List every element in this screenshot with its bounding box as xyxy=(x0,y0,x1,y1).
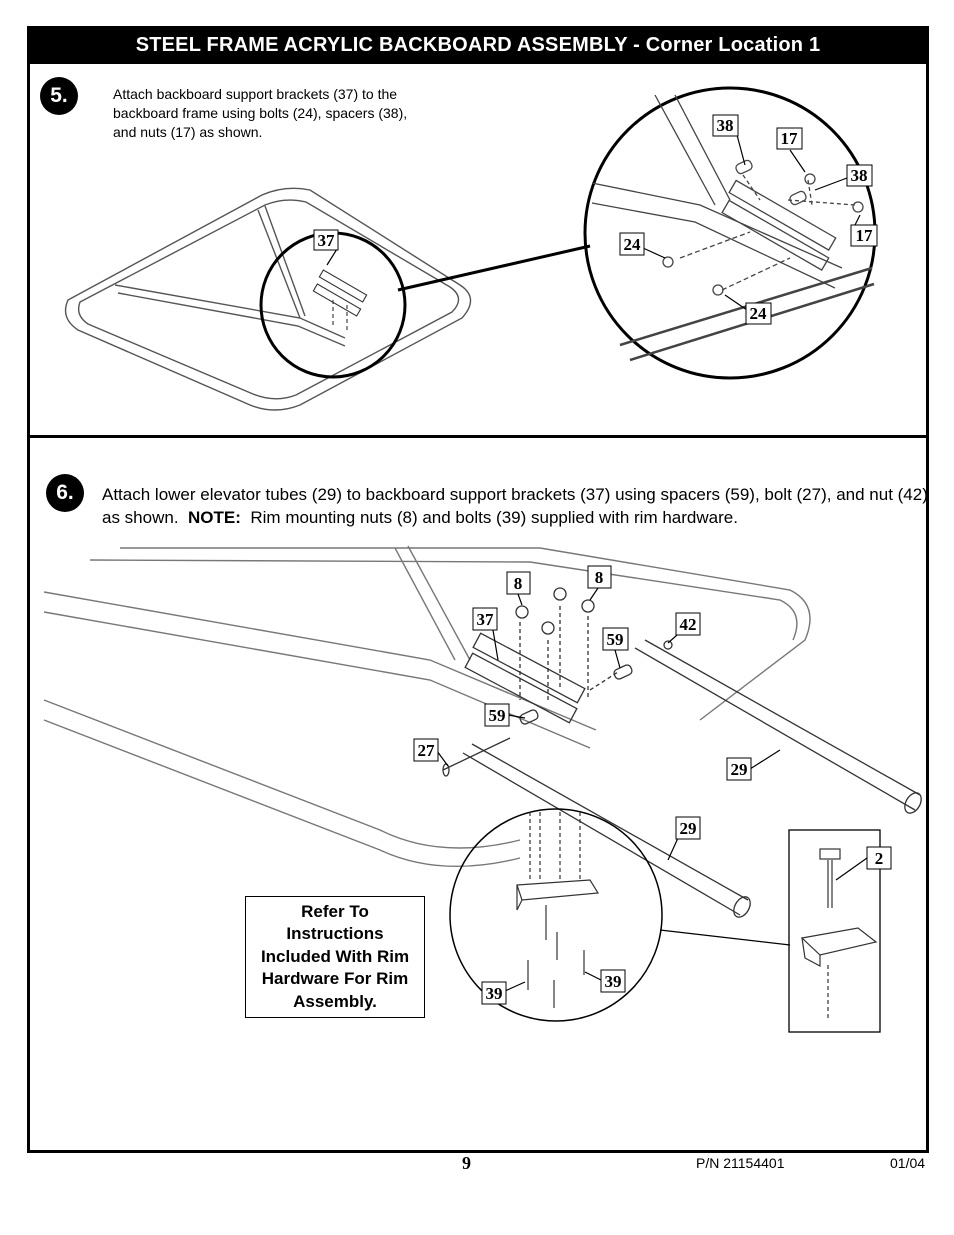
callout-labels: 37 38 17 38 17 24 24 8 8 37 59 42 59 27 … xyxy=(313,114,892,1005)
svg-text:37: 37 xyxy=(477,610,495,629)
svg-text:2: 2 xyxy=(875,849,884,868)
callout-59-a: 59 xyxy=(602,627,629,651)
note-line: Included With Rim xyxy=(260,946,410,966)
callout-24-b: 24 xyxy=(745,302,772,325)
part-number: P/N 21154401 xyxy=(696,1155,785,1171)
callout-39-b: 39 xyxy=(600,969,626,993)
bolt-detail-inset xyxy=(788,829,881,1033)
step-5-backboard-frame xyxy=(64,187,472,411)
page-title: STEEL FRAME ACRYLIC BACKBOARD ASSEMBLY -… xyxy=(27,26,929,64)
svg-text:29: 29 xyxy=(680,819,697,838)
callout-38-a: 38 xyxy=(712,114,739,137)
step-6-text: Attach lower elevator tubes (29) to back… xyxy=(102,485,928,527)
svg-text:8: 8 xyxy=(514,574,523,593)
svg-text:38: 38 xyxy=(851,166,868,185)
step-5-instructions: Attach backboard support brackets (37) t… xyxy=(113,85,463,142)
callout-59-b: 59 xyxy=(484,703,510,727)
callout-17-b: 17 xyxy=(850,224,878,247)
svg-text:38: 38 xyxy=(717,116,734,135)
step-5-line: Attach backboard support brackets (37) t… xyxy=(113,86,398,102)
callout-27: 27 xyxy=(413,738,439,762)
callout-37-step6: 37 xyxy=(472,607,498,631)
step-5-line: backboard frame using bolts (24), spacer… xyxy=(113,105,408,121)
section-divider xyxy=(27,435,929,438)
step-6-detail-circle xyxy=(449,808,663,1022)
callout-39-a: 39 xyxy=(481,981,507,1005)
callout-29-b: 29 xyxy=(675,816,701,840)
callout-8-b: 8 xyxy=(587,565,612,589)
svg-text:39: 39 xyxy=(486,984,503,1003)
svg-text:17: 17 xyxy=(856,226,874,245)
svg-text:24: 24 xyxy=(624,235,642,254)
step-5-line: and nuts (17) as shown. xyxy=(113,124,263,140)
rim-instructions-note: Refer To Instructions Included With Rim … xyxy=(245,896,425,1018)
svg-text:27: 27 xyxy=(418,741,436,760)
callout-29-a: 29 xyxy=(726,757,752,781)
svg-text:24: 24 xyxy=(750,304,768,323)
revision-date: 01/04 xyxy=(890,1155,926,1171)
step-6-note-text: Rim mounting nuts (8) and bolts (39) sup… xyxy=(250,508,738,527)
step-6-backboard-frame xyxy=(43,545,811,867)
callout-38-b: 38 xyxy=(846,164,873,187)
callout-42: 42 xyxy=(675,612,701,636)
callout-17-a: 17 xyxy=(776,127,803,150)
note-label: NOTE: xyxy=(188,508,241,527)
callout-8-a: 8 xyxy=(506,571,531,595)
svg-text:59: 59 xyxy=(607,630,624,649)
page-number: 9 xyxy=(462,1153,471,1173)
callout-2: 2 xyxy=(866,846,892,870)
note-line: Assembly. xyxy=(293,991,377,1011)
svg-text:8: 8 xyxy=(595,568,604,587)
step-6-badge: 6. xyxy=(46,474,84,512)
callout-37-step5: 37 xyxy=(313,229,339,251)
step-5-badge: 5. xyxy=(40,77,78,115)
note-line: Instructions xyxy=(286,924,384,944)
svg-text:17: 17 xyxy=(781,129,799,148)
step-6-instructions: Attach lower elevator tubes (29) to back… xyxy=(102,483,932,529)
svg-text:59: 59 xyxy=(489,706,506,725)
callout-24-a: 24 xyxy=(619,232,645,256)
svg-text:37: 37 xyxy=(318,231,336,250)
svg-text:39: 39 xyxy=(605,972,622,991)
note-line: Refer To xyxy=(301,901,369,921)
note-line: Hardware For Rim xyxy=(261,969,409,989)
svg-text:42: 42 xyxy=(680,615,697,634)
svg-text:29: 29 xyxy=(731,760,748,779)
